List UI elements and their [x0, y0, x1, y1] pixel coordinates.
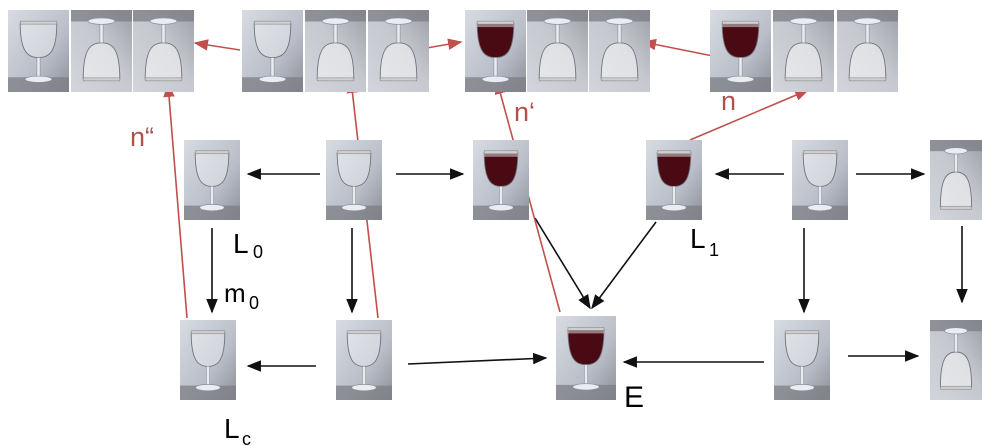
label-E: E [624, 381, 644, 414]
label-n-double-prime: n“ [130, 122, 154, 152]
svg-text:L: L [690, 223, 706, 254]
svg-text:0: 0 [253, 242, 263, 262]
red-arrow-d0-to-c2 [641, 38, 714, 57]
photo-c0 [465, 10, 526, 92]
photo-b2 [368, 10, 429, 92]
photo-wine1 [473, 140, 529, 220]
arrow-mid3-to-E [407, 352, 548, 365]
photo-b1 [305, 10, 366, 92]
svg-text:0: 0 [249, 293, 259, 313]
photo-inv2 [930, 320, 982, 400]
photo-L0 [184, 140, 240, 220]
photo-mid1 [326, 140, 382, 220]
red-arrow-L1-to-d1 [689, 89, 810, 141]
photo-c2 [589, 10, 650, 92]
black-edges [206, 168, 968, 372]
photo-mid2 [792, 140, 848, 220]
photo-L1 [646, 140, 702, 220]
photo-Lc [180, 320, 236, 400]
photo-mid3 [336, 320, 392, 400]
arrow-L1-to-E [591, 221, 657, 310]
svg-text:L: L [224, 413, 240, 444]
label-L0: L 0 [233, 228, 263, 262]
photo-a1 [71, 10, 132, 92]
label-Lc: L c [224, 413, 251, 446]
label-m0: m 0 [224, 278, 259, 313]
photo-mid4 [774, 320, 830, 400]
label-n: n [721, 86, 736, 116]
svg-text:m: m [224, 278, 246, 308]
label-n-prime: n‘ [514, 97, 535, 127]
label-L1: L 1 [690, 223, 719, 260]
photo-c1 [527, 10, 588, 92]
svg-text:c: c [242, 429, 251, 446]
photo-nodes [8, 10, 982, 400]
arrow-wine1-to-E [534, 217, 591, 310]
photo-d1 [773, 10, 834, 92]
photo-a0 [8, 10, 69, 92]
photo-d2 [837, 10, 898, 92]
photo-inv1 [930, 140, 982, 220]
photo-E [556, 316, 616, 400]
red-arrow-b0-to-a2 [193, 39, 241, 51]
svg-text:L: L [233, 228, 249, 259]
svg-text:1: 1 [709, 240, 719, 260]
red-arrow-Lc-to-a2 [163, 82, 188, 319]
photo-b0 [242, 10, 303, 92]
photo-d0 [710, 10, 771, 92]
photo-a2 [133, 10, 194, 92]
